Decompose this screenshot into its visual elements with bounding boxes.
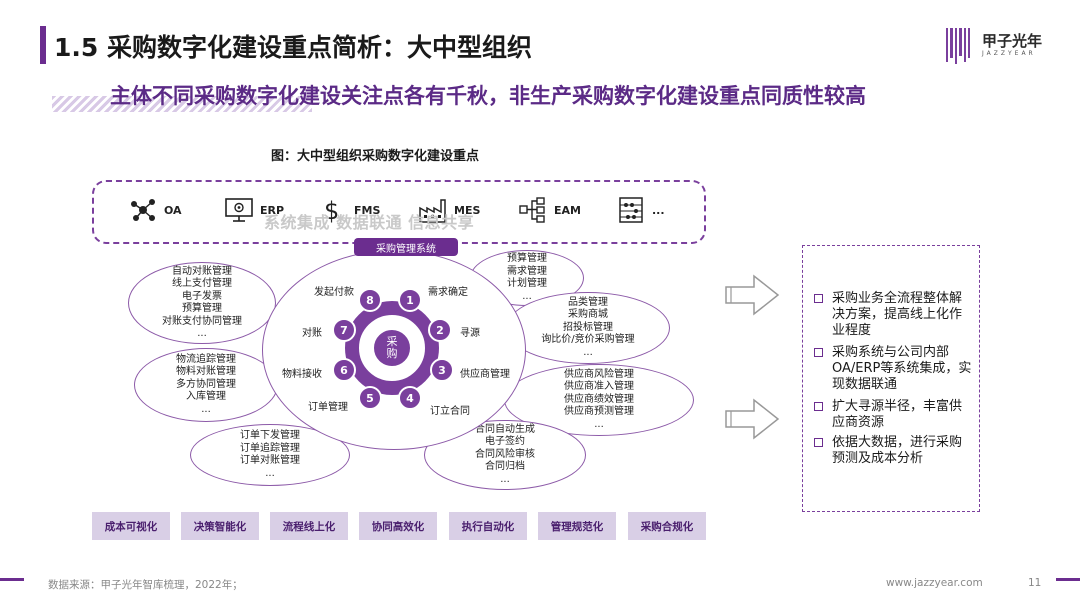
svg-text:$: $ [324, 197, 339, 224]
flowchart-icon [519, 197, 545, 223]
system-mes: MES [418, 196, 480, 224]
step-node-8: 8 [358, 288, 382, 312]
value-tag-collaboration: 协同高效化 [359, 512, 437, 540]
system-label: ERP [260, 203, 285, 217]
monitor-gear-icon [225, 198, 253, 222]
step-label-7: 对账 [302, 328, 322, 339]
bubble-sourcing: 品类管理采购商城招投标管理 询比价/竞价采购管理... [506, 292, 670, 364]
page-number: 11 [1028, 577, 1042, 589]
system-label: EAM [554, 203, 581, 217]
value-tag-compliance: 采购合规化 [628, 512, 706, 540]
data-source: 数据来源：甲子光年智库梳理，2022年； [48, 579, 243, 591]
step-node-1: 1 [398, 288, 422, 312]
value-tag-cost-visibility: 成本可视化 [92, 512, 170, 540]
abacus-icon [619, 197, 643, 223]
summary-item-4: 依据大数据，进行采购预测及成本分析 [814, 435, 974, 467]
summary-item-3: 扩大寻源半径，丰富供应商资源 [814, 399, 974, 431]
dollar-icon: $ [324, 197, 339, 224]
step-label-2: 寻源 [460, 328, 480, 339]
step-node-2: 2 [428, 318, 452, 342]
network-nodes-icon [131, 199, 155, 221]
value-tag-automation: 执行自动化 [449, 512, 527, 540]
factory-icon [419, 199, 446, 223]
square-bullet-icon [814, 438, 823, 447]
square-bullet-icon [814, 348, 823, 357]
square-bullet-icon [814, 294, 823, 303]
logo-sub: JAZZYEAR [982, 50, 1036, 57]
hub-badge: 采购管理系统 [354, 238, 458, 256]
summary-item-1: 采购业务全流程整体解决方案，提高线上化作业程度 [814, 291, 974, 339]
system-oa: OA [128, 196, 182, 224]
systems-box [92, 180, 706, 244]
square-bullet-icon [814, 402, 823, 411]
step-label-3: 供应商管理 [460, 369, 510, 380]
step-label-6: 物料接收 [282, 369, 322, 380]
system-label: OA [164, 203, 182, 217]
step-node-6: 6 [332, 358, 356, 382]
step-node-5: 5 [358, 386, 382, 410]
value-tag-smart-decision: 决策智能化 [181, 512, 259, 540]
figure-title: 图：大中型组织采购数字化建设重点 [271, 149, 480, 164]
logo-name: 甲子光年 [982, 32, 1043, 50]
barcode-logo-icon [946, 28, 970, 64]
arrow-right-icon [725, 274, 780, 316]
website-link[interactable]: www.jazzyear.com [886, 577, 983, 589]
system-label: MES [454, 203, 481, 217]
step-label-1: 需求确定 [428, 287, 468, 298]
system-erp: ERP [224, 196, 284, 224]
step-label-8: 发起付款 [314, 287, 354, 298]
summary-box [802, 245, 980, 512]
system-fms: $ FMS [318, 196, 380, 224]
step-node-3: 3 [430, 358, 454, 382]
bubble-payment: 自动对账管理线上支付管理电子发票 预算管理对账支付协同管理... [128, 262, 276, 344]
step-label-4: 订立合同 [430, 406, 470, 417]
system-label: ... [652, 203, 665, 217]
footer-accent-right [1056, 578, 1080, 581]
step-label-5: 订单管理 [308, 402, 348, 413]
step-node-4: 4 [398, 386, 422, 410]
subtitle-band [52, 96, 312, 112]
value-tag-online-process: 流程线上化 [270, 512, 348, 540]
subtitle: 主体不同采购数字化建设关注点各有千秋，非生产采购数字化建设重点同质性较高 [110, 84, 866, 108]
system-label: FMS [354, 203, 381, 217]
title-accent-bar [40, 26, 46, 64]
bubble-receiving: 物流追踪管理物料对账管理多方协同管理 入库管理... [134, 348, 278, 422]
value-tag-standardization: 管理规范化 [538, 512, 616, 540]
system-more: ... [616, 196, 665, 224]
arrow-right-icon [725, 398, 780, 440]
integration-watermark: 系统集成 数据联通 信息共享 [264, 213, 475, 232]
footer-accent-left [0, 578, 24, 581]
step-node-7: 7 [332, 318, 356, 342]
page-title: 1.5 采购数字化建设重点简析：大中型组织 [54, 33, 532, 62]
hub-center: 采购 [372, 328, 412, 368]
system-eam: EAM [518, 196, 581, 224]
